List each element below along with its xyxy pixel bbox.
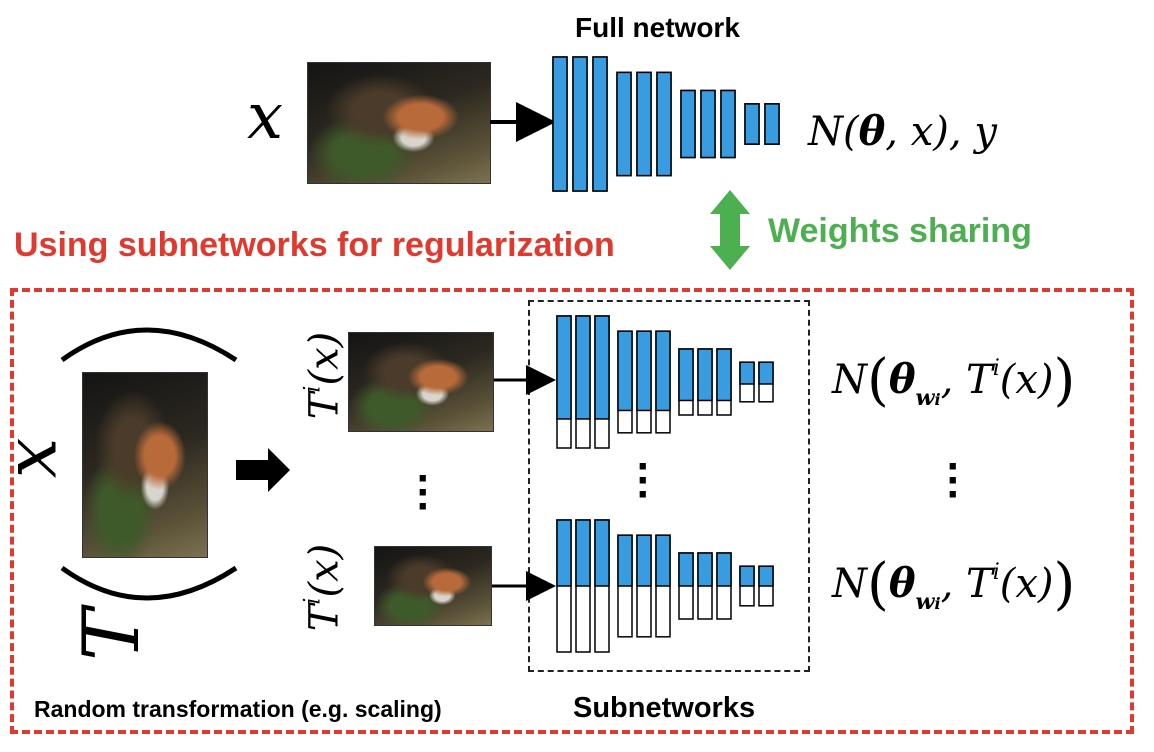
fox-image-rotated	[82, 372, 208, 558]
layer-bar	[680, 89, 696, 159]
layer-bar-active	[739, 361, 755, 385]
layer-bar	[700, 89, 716, 159]
layer-bar-active	[758, 565, 774, 587]
layer-bar	[720, 89, 736, 159]
fox-image-transformed-1	[348, 332, 494, 432]
layer-bar-active	[617, 330, 633, 412]
fox-image-transformed-2	[374, 546, 492, 626]
layer-bar-active	[716, 552, 732, 587]
layer-bar-active	[575, 315, 591, 420]
layer-bar	[636, 71, 652, 177]
layer-bar-active	[697, 552, 713, 587]
layer-bar-active	[636, 534, 652, 587]
layer-bar-active	[594, 315, 610, 420]
layer-bar-active	[617, 534, 633, 587]
bold-arrow-icon	[236, 448, 290, 492]
subnetwork-2-layers	[556, 519, 774, 653]
layer-bar-active	[594, 519, 610, 587]
random-transformation-label: Random transformation (e.g. scaling)	[34, 696, 442, 722]
layer-bar	[744, 103, 760, 145]
layer-bar-active	[758, 361, 774, 385]
layer-bar	[656, 71, 672, 177]
layer-bar-active	[697, 348, 713, 402]
subnetwork-output-1: N(θwi, Ti(x))	[832, 348, 1076, 413]
weights-sharing-label: Weights sharing	[768, 212, 1032, 250]
bracket-top	[60, 327, 238, 363]
layer-bar	[616, 71, 632, 177]
full-network-output: N(θ, x), y	[808, 108, 997, 155]
regularization-title: Using subnetworks for regularization	[14, 226, 615, 264]
layer-bar-active	[716, 348, 732, 402]
full-network-layers	[552, 56, 780, 192]
layer-bar-active	[678, 552, 694, 587]
subnetworks-label: Subnetworks	[573, 692, 756, 724]
regularization-box	[10, 288, 1134, 734]
layer-bar	[572, 56, 588, 192]
bracket-bottom	[60, 565, 238, 601]
layer-bar	[592, 56, 608, 192]
subnetwork-output-2: N(θwi, Ti(x))	[832, 552, 1076, 617]
layer-bar-active	[636, 330, 652, 412]
layer-bar-active	[556, 519, 572, 587]
layer-bar-active	[739, 565, 755, 587]
fox-image-input	[307, 62, 491, 184]
layer-bar-active	[655, 330, 671, 412]
layer-bar-active	[678, 348, 694, 402]
layer-bar	[552, 56, 568, 192]
layer-bar-active	[575, 519, 591, 587]
input-x-symbol: x	[247, 80, 284, 154]
layer-bar-active	[556, 315, 572, 420]
double-arrow-icon	[710, 190, 750, 270]
layer-bar	[764, 103, 780, 145]
full-network-title: Full network	[575, 12, 740, 43]
layer-bar-active	[655, 534, 671, 587]
subnetwork-1-layers	[556, 315, 774, 449]
subnetworks-box	[528, 300, 810, 672]
